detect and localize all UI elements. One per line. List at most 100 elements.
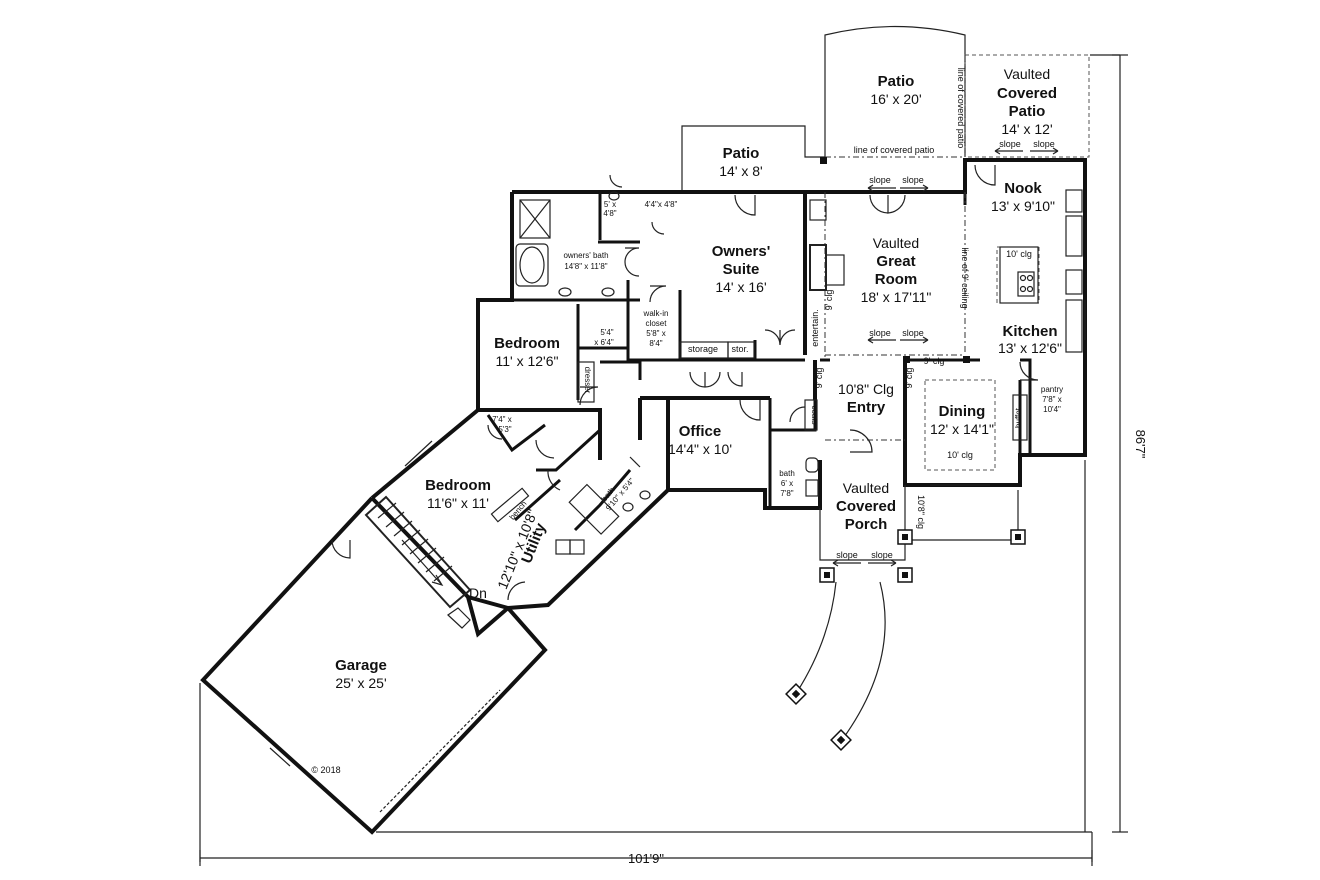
interior-walls	[486, 160, 1032, 532]
patio-left-name: Patio	[723, 145, 760, 162]
garage-dims: 25' x 25'	[335, 675, 386, 691]
kitchen-dims: 13' x 12'6"	[998, 340, 1062, 356]
toilet	[805, 457, 819, 473]
nook-name: Nook	[1004, 180, 1042, 197]
bathtub	[515, 243, 549, 287]
slope-label: slope	[869, 175, 891, 185]
fixtures	[490, 189, 1083, 555]
buffet-label: buffet	[1014, 407, 1023, 428]
dining-name: Dining	[939, 403, 986, 420]
closet-54-dims-1: 5'4"	[600, 328, 613, 337]
shower	[568, 483, 620, 535]
toilet	[608, 191, 620, 201]
dimension-lines: 101'9" 86'7"	[199, 54, 1148, 866]
patio-right-name: Patio	[878, 73, 915, 90]
slope-label: slope	[836, 550, 858, 560]
bath-dims-1: 6' x	[781, 479, 793, 488]
garage-name: Garage	[335, 657, 387, 674]
kitchen-sink	[1065, 269, 1083, 295]
owners-bath-dims: 14'8" x 11'8"	[564, 262, 607, 271]
owners-suite-dims: 14' x 16'	[715, 279, 766, 295]
owners-suite-name2: Suite	[723, 261, 760, 278]
bedroom-2-dims: 11'6" x 11'	[427, 495, 489, 511]
office-dims: 14'4" x 10'	[668, 441, 732, 457]
clg-10-label: 10' clg	[1006, 249, 1032, 259]
clg-9-label: 9' clg	[924, 356, 945, 366]
exterior-walls	[200, 158, 1087, 835]
kitchen-island	[999, 246, 1039, 304]
windows	[269, 159, 1086, 813]
washer	[555, 539, 571, 555]
porch-name1: Vaulted	[843, 480, 889, 496]
patio-right-dims: 16' x 20'	[870, 91, 921, 107]
line-covered-patio-label-vertical: line of covered patio	[956, 68, 966, 149]
clg-9-label: 9' clg	[904, 368, 914, 389]
sink	[622, 502, 634, 512]
covered-patio-name3: Patio	[1009, 103, 1046, 120]
cooktop	[1017, 271, 1035, 297]
wc-dims-2: 4'8"	[603, 209, 616, 218]
entry-name1: 10'8" Clg	[838, 381, 894, 397]
office-name: Office	[679, 423, 722, 440]
walkin-closet-label-2: closet	[646, 319, 668, 328]
porch	[785, 485, 1026, 751]
porch-post	[819, 567, 835, 583]
clg-108-label: 10'8" clg	[916, 495, 926, 529]
walkin-closet-label-1: walk-in	[643, 309, 669, 318]
coats-label: coats	[810, 405, 819, 424]
great-room-dims: 18' x 17'11"	[861, 289, 932, 305]
clg-9-label: 9' clg	[824, 290, 834, 311]
dining-dims: 12' x 14'1"	[930, 421, 994, 437]
width-dimension: 101'9"	[628, 851, 664, 866]
bedroom-1-dims: 11' x 12'6"	[496, 353, 559, 369]
covered-patio-name2: Covered	[997, 85, 1057, 102]
bedroom-1-name: Bedroom	[494, 335, 560, 352]
bath-label: bath	[779, 469, 795, 478]
line-covered-patio-label: line of covered patio	[854, 145, 935, 155]
columns	[820, 157, 970, 363]
sink	[805, 479, 819, 497]
depth-dimension: 86'7"	[1133, 430, 1148, 459]
storage-label: storage	[688, 344, 718, 354]
line-9-ceiling-label: line of 9' ceiling	[960, 247, 970, 308]
stairs	[364, 495, 472, 609]
entertain-label: entertain.	[810, 309, 820, 347]
patio-left-dims: 14' x 8'	[719, 163, 762, 179]
room-labels: Patio 14' x 8' Patio 16' x 20' Vaulted C…	[335, 66, 1062, 691]
nook-dims: 13' x 9'10"	[991, 198, 1055, 214]
pantry-dims-1: 7'8" x	[1042, 395, 1062, 404]
clg-10-label: 10' clg	[947, 450, 973, 460]
closet-54-dims-2: x 6'4"	[594, 338, 614, 347]
dresser-label: dresser	[583, 367, 592, 394]
shower	[519, 199, 551, 239]
slope-label: slope	[902, 175, 924, 185]
porch-post	[897, 567, 913, 583]
fireplace	[809, 244, 827, 291]
stairs-down-label: Dn	[469, 585, 487, 601]
slope-label: slope	[902, 328, 924, 338]
covered-patio-dims: 14' x 12'	[1001, 121, 1052, 137]
wc-dims-1: 5' x	[604, 200, 616, 209]
stor-label: stor.	[731, 344, 748, 354]
porch-name2: Covered	[836, 498, 896, 515]
great-room-name3: Room	[875, 271, 918, 288]
bench	[490, 487, 530, 523]
pantry-dims-2: 10'4"	[1043, 405, 1061, 414]
toilet	[639, 490, 651, 500]
slope-label: slope	[871, 550, 893, 560]
walkway-post	[830, 729, 852, 751]
walkin-closet-label-4: 8'4"	[649, 339, 662, 348]
slope-arrows	[832, 147, 1059, 567]
closet-74-dims-1: 7'4" x	[492, 415, 512, 424]
copyright-label: © 2018	[311, 765, 340, 775]
porch-post	[897, 529, 913, 545]
sink	[601, 287, 615, 297]
dryer	[569, 539, 585, 555]
patios	[681, 25, 1090, 192]
pantry-label: pantry	[1041, 385, 1063, 394]
bath-dims-2: 7'8"	[780, 489, 793, 498]
bedroom-2-name: Bedroom	[425, 477, 491, 494]
walkway-post	[785, 683, 807, 705]
slope-label: slope	[999, 139, 1021, 149]
